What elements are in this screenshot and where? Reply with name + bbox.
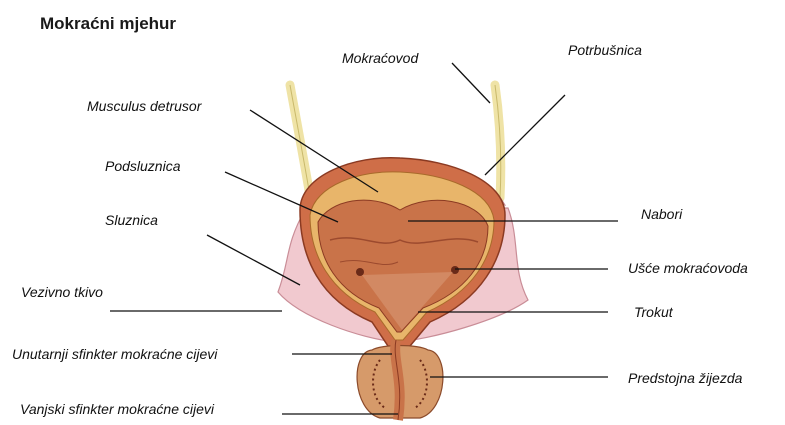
label-usce-mokracovoda: Ušće mokraćovoda: [628, 260, 748, 276]
label-musculus-detrusor: Musculus detrusor: [87, 98, 201, 114]
label-sluznica: Sluznica: [105, 212, 158, 228]
label-unutarnji-sfinkter: Unutarnji sfinkter mokraćne cijevi: [12, 346, 217, 362]
label-vezivno-tkivo: Vezivno tkivo: [21, 284, 103, 300]
label-podsluznica: Podsluznica: [105, 158, 181, 174]
pointer-mokracovod: [452, 63, 490, 103]
label-potrbusnica: Potrbušnica: [568, 42, 642, 58]
label-predstojna-zijezda: Predstojna žijezda: [628, 370, 742, 386]
label-vanjski-sfinkter: Vanjski sfinkter mokraćne cijevi: [20, 401, 214, 417]
label-mokracovod: Mokraćovod: [342, 50, 418, 66]
pointer-musculus-detrusor: [250, 110, 378, 192]
pointer-sluznica: [207, 235, 300, 285]
ureter-orifice-left: [356, 268, 364, 276]
label-nabori: Nabori: [641, 206, 682, 222]
label-trokut: Trokut: [634, 304, 673, 320]
